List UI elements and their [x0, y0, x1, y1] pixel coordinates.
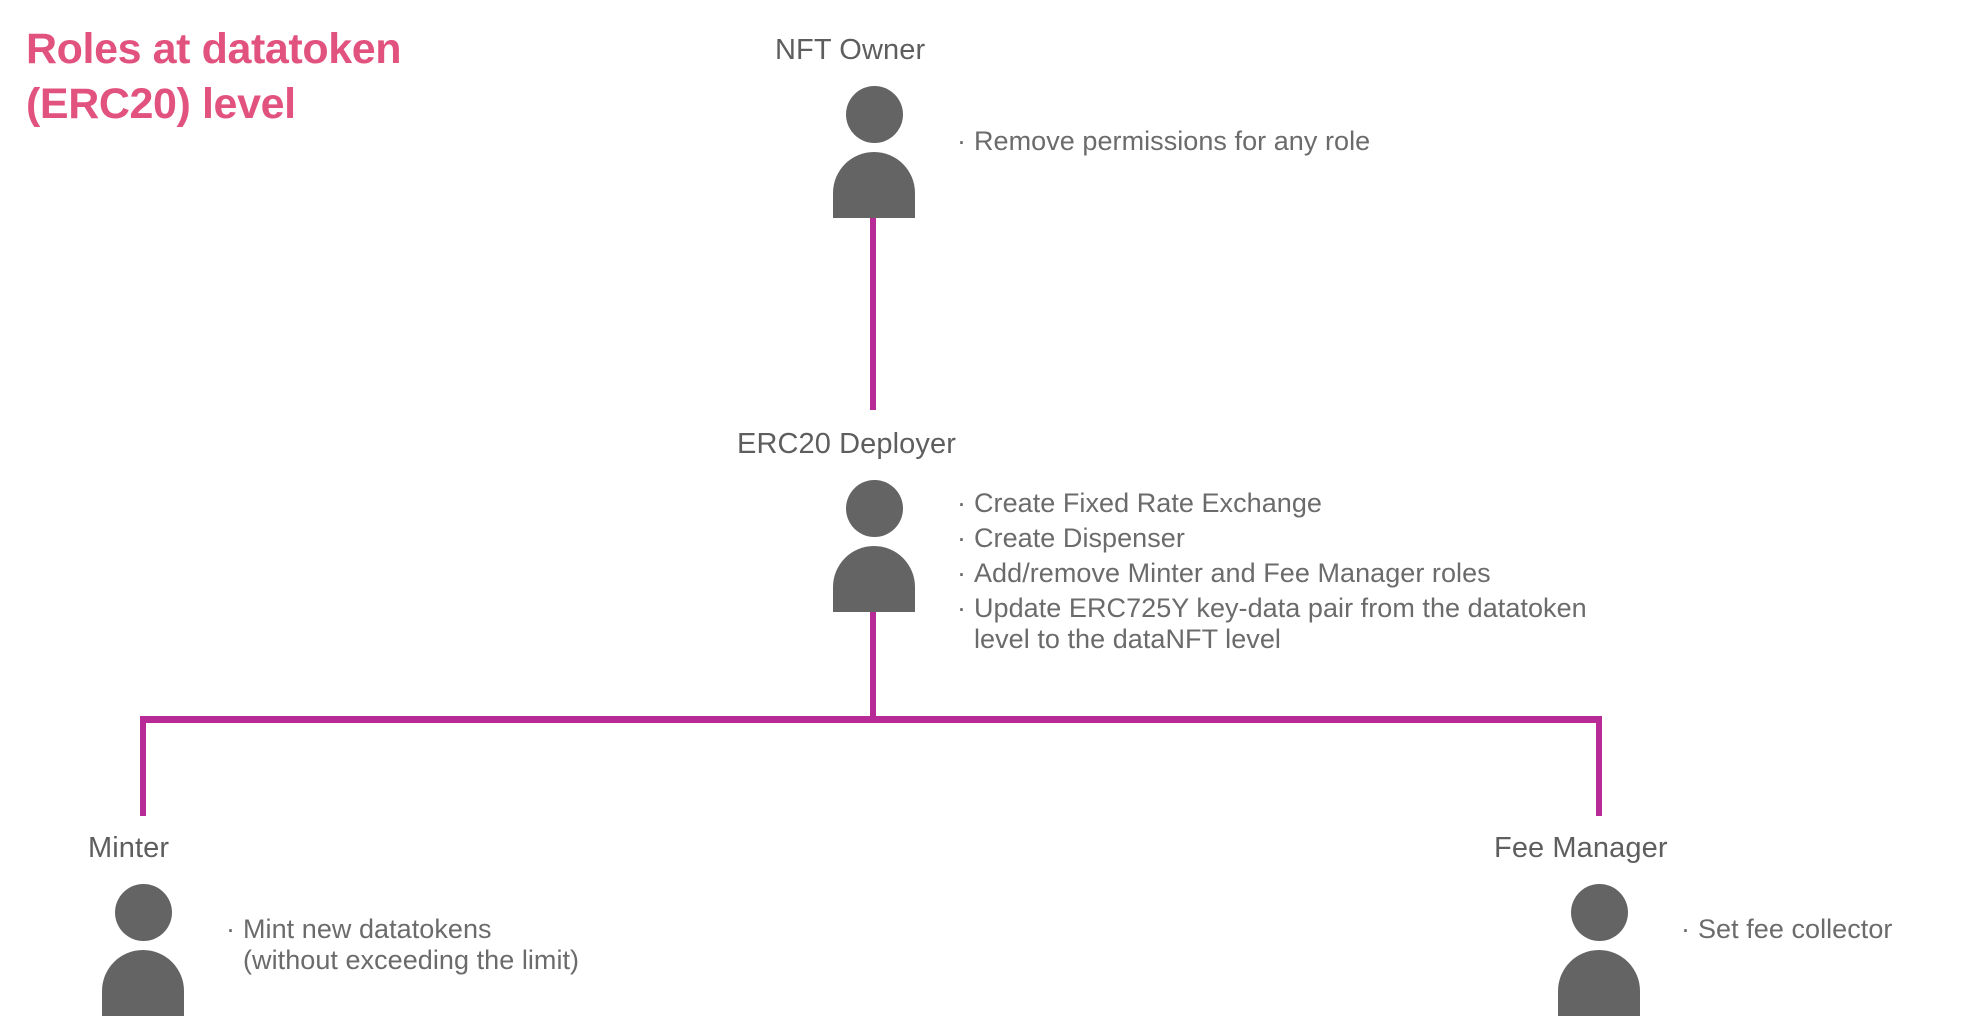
bullet-marker-icon: · — [957, 126, 967, 156]
bullet-item: · Create Dispenser — [957, 523, 1777, 554]
bullet-item: · Set fee collector — [1681, 914, 1974, 945]
bullet-list-minter: · Mint new datatokens (without exceeding… — [226, 914, 786, 976]
bullet-list-nft-owner: · Remove permissions for any role — [957, 126, 1657, 157]
bullet-text: Set fee collector — [1698, 914, 1893, 944]
person-head-icon — [846, 86, 903, 143]
connector-bracket-right-vertical — [1596, 716, 1602, 816]
person-icon-fee-manager — [1558, 884, 1640, 1016]
person-head-icon — [115, 884, 172, 941]
bullet-marker-icon: · — [957, 558, 967, 589]
bullet-text: Mint new datatokens (without exceeding t… — [243, 914, 580, 976]
person-body-icon — [102, 950, 184, 1016]
node-label-fee-manager: Fee Manager — [1494, 832, 1668, 864]
bullet-text: Update ERC725Y key-data pair from the da… — [974, 593, 1587, 655]
bullet-marker-icon: · — [957, 593, 967, 624]
connector-nftowner-to-deployer — [870, 218, 876, 410]
node-label-erc20-deployer: ERC20 Deployer — [737, 428, 956, 460]
person-body-icon — [1558, 950, 1640, 1016]
bullet-marker-icon: · — [957, 523, 967, 554]
connector-bracket-horizontal — [140, 716, 1602, 723]
node-label-minter: Minter — [88, 832, 170, 864]
person-head-icon — [1571, 884, 1628, 941]
bullet-item: · Create Fixed Rate Exchange — [957, 488, 1777, 519]
person-body-icon — [833, 152, 915, 218]
person-head-icon — [846, 480, 903, 537]
page-title: Roles at datatoken (ERC20) level — [26, 25, 402, 129]
bullet-text: Remove permissions for any role — [974, 126, 1371, 156]
bullet-item: · Add/remove Minter and Fee Manager role… — [957, 558, 1777, 589]
bullet-text: Add/remove Minter and Fee Manager roles — [974, 558, 1491, 589]
person-icon-nft-owner — [833, 86, 915, 218]
node-label-nft-owner: NFT Owner — [775, 34, 926, 66]
bullet-marker-icon: · — [1681, 914, 1691, 944]
connector-bracket-left-vertical — [140, 716, 146, 816]
connector-deployer-stem — [870, 610, 876, 722]
bullet-item: · Update ERC725Y key-data pair from the … — [957, 593, 1777, 655]
person-icon-erc20-deployer — [833, 480, 915, 612]
bullet-marker-icon: · — [957, 488, 967, 518]
bullet-item: · Mint new datatokens (without exceeding… — [226, 914, 786, 976]
bullet-list-erc20-deployer: · Create Fixed Rate Exchange · Create Di… — [957, 488, 1777, 655]
person-body-icon — [833, 546, 915, 612]
person-icon-minter — [102, 884, 184, 1016]
bullet-list-fee-manager: · Set fee collector — [1681, 914, 1974, 945]
bullet-item: · Remove permissions for any role — [957, 126, 1657, 157]
bullet-text: Create Fixed Rate Exchange — [974, 488, 1322, 518]
bullet-text: Create Dispenser — [974, 523, 1185, 554]
bullet-marker-icon: · — [226, 914, 236, 944]
